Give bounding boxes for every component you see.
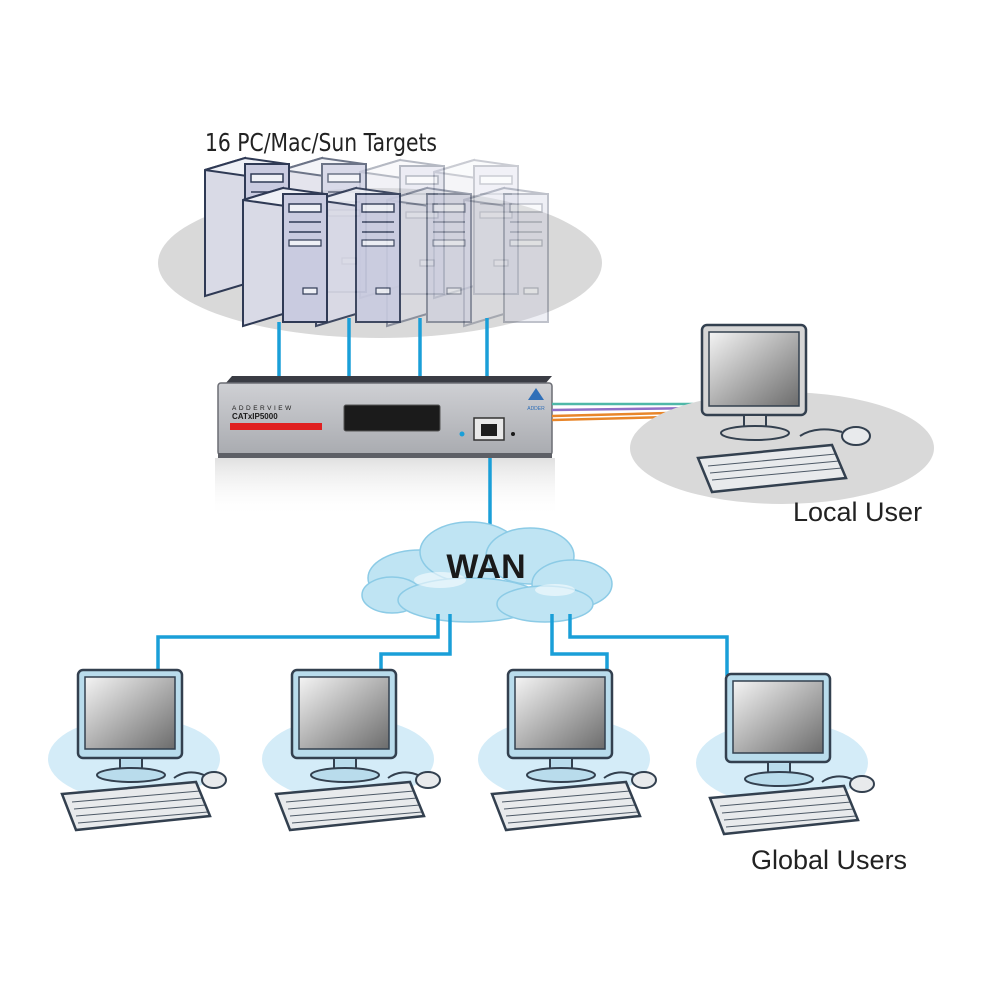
server-tower-icon [463,187,549,327]
device-vendor: ADDER [527,406,545,412]
device-model: CATxIP5000 [232,412,278,421]
global-workstation-icon [476,668,658,832]
rj45-port-icon [473,417,505,441]
global-workstation-icon [46,668,228,832]
global-workstation-icon [694,672,876,836]
local-workstation-icon [696,323,871,494]
device-display [343,404,441,432]
wan-cloud-icon [361,521,613,623]
device-brand: ADDERVIEW [232,405,294,412]
targets-label: 16 PC/Mac/Sun Targets [205,128,437,157]
global-workstation-icon [260,668,442,832]
global-user-links [156,614,729,676]
wan-label: WAN [446,548,525,586]
status-led [459,431,465,437]
kvm-switch-icon: ADDERVIEW CATxIP5000 ADDER [215,376,555,518]
server-tower-group [204,157,549,327]
target-cables [277,318,489,378]
local-user-label: Local User [793,497,922,527]
device-led-strip [230,423,322,430]
server-tower-icon [315,187,401,327]
vendor-logo: ADDER [527,388,545,412]
server-tower-icon [242,187,328,327]
global-users-label: Global Users [751,845,907,875]
